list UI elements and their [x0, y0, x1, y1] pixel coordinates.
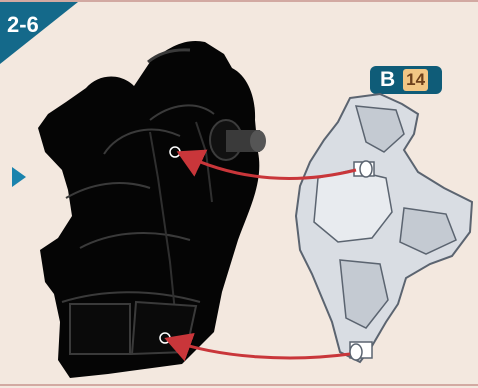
torso-armor	[38, 41, 266, 378]
part-b14	[296, 94, 472, 362]
